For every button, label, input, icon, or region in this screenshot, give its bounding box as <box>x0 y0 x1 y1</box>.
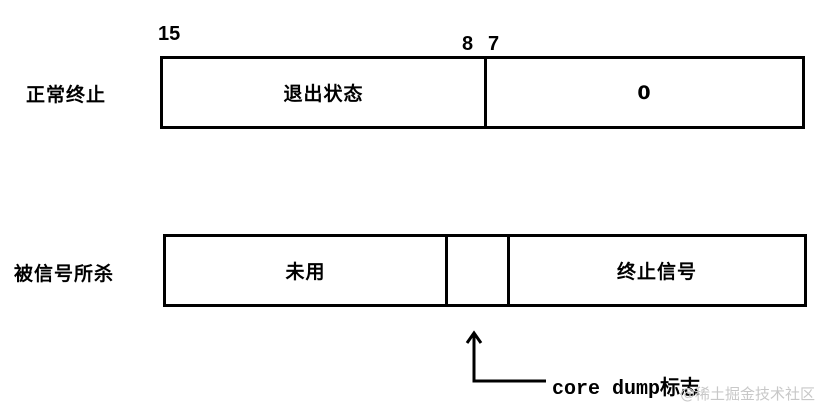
bit-7-label: 7 <box>488 33 500 55</box>
zero-text: 0 <box>637 81 652 104</box>
normal-exit-label: 正常终止 <box>26 84 107 106</box>
normal-exit-status-word: 退出状态 0 <box>160 56 805 129</box>
unused-text: 未用 <box>285 261 326 283</box>
low-byte-zero-field: 0 <box>484 59 802 126</box>
unused-field: 未用 <box>166 237 445 304</box>
bit-15-label: 15 <box>158 23 181 45</box>
core-dump-flag-field <box>445 237 507 304</box>
core-dump-arrow-icon <box>465 330 546 383</box>
killed-by-signal-label: 被信号所杀 <box>14 263 115 285</box>
term-signal-text: 终止信号 <box>616 261 697 283</box>
exit-status-field: 退出状态 <box>163 59 484 126</box>
watermark: @稀土掘金技术社区 <box>680 385 816 403</box>
core-dump-caption: core dump标志 <box>552 378 701 401</box>
bit-8-label: 8 <box>462 33 474 55</box>
exit-status-text: 退出状态 <box>283 83 364 105</box>
killed-by-signal-status-word: 未用 终止信号 <box>163 234 807 307</box>
term-signal-field: 终止信号 <box>507 237 804 304</box>
